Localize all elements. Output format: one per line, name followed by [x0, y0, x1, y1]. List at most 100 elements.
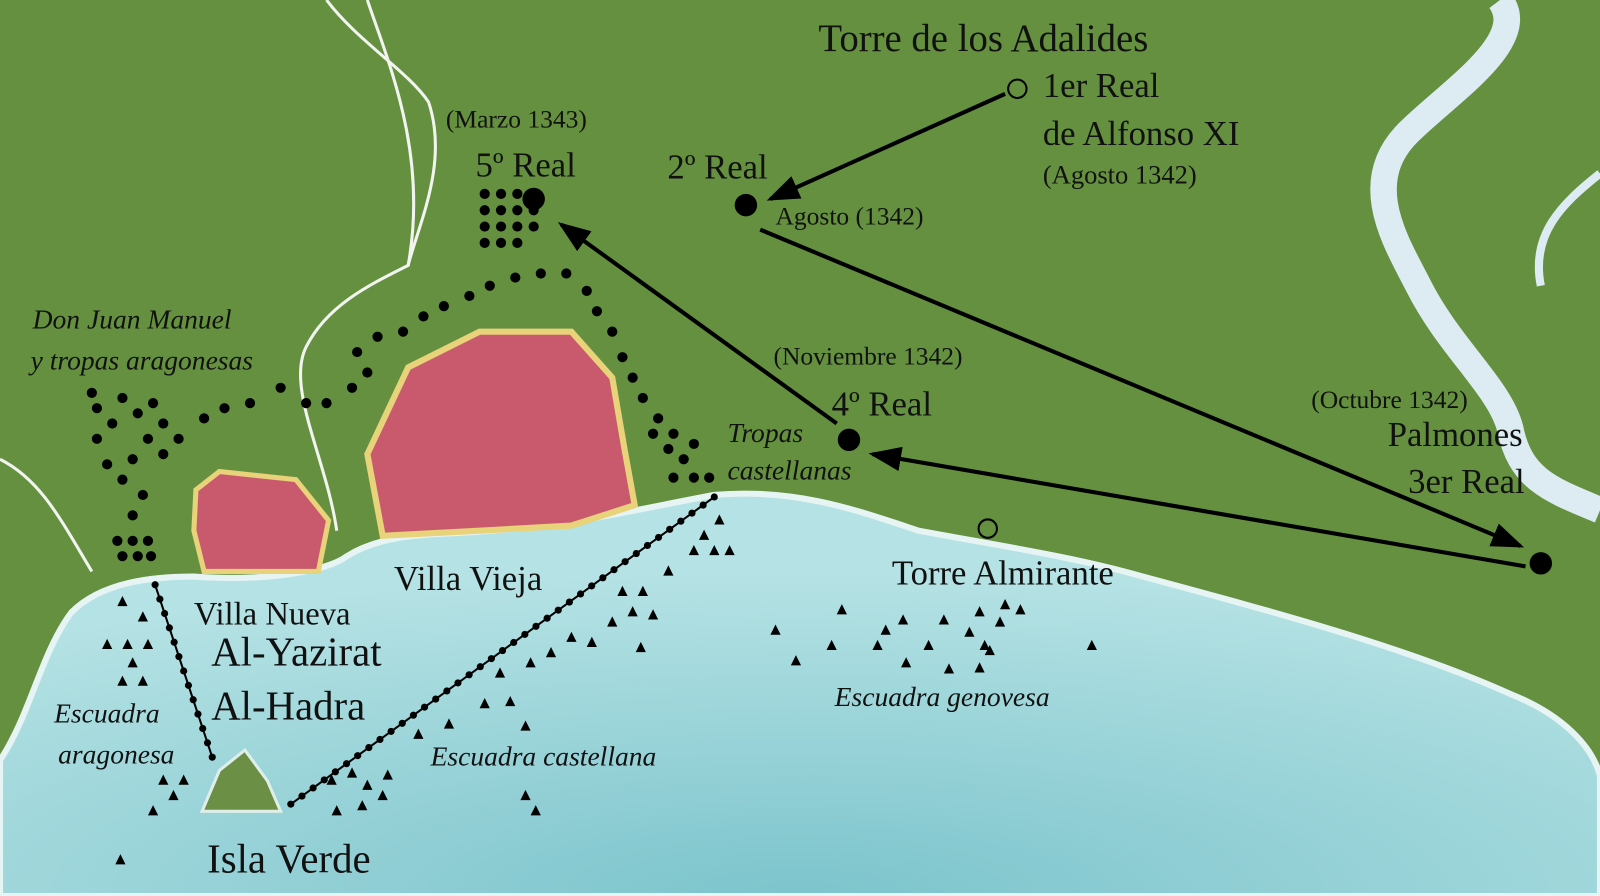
troop-dot: [668, 472, 679, 483]
troop-dot: [158, 449, 169, 460]
arrow-1-to-2: [766, 92, 1006, 201]
troop-dot: [479, 237, 490, 248]
troop-dot: [173, 433, 184, 444]
troop-dot: [663, 443, 674, 455]
river-left: [0, 457, 94, 573]
label-real1: 1er Real: [1043, 66, 1160, 105]
ship-marker: [566, 631, 577, 642]
label-escuadra-aragonesa: Escuadra: [53, 698, 160, 729]
ship-marker: [790, 655, 802, 666]
troop-dot: [512, 188, 523, 199]
blockade-chain-link: [576, 590, 585, 598]
troop-dot: [464, 290, 475, 302]
ship-marker: [362, 779, 373, 790]
ship-marker: [627, 606, 638, 617]
ship-marker: [1086, 639, 1097, 651]
troop-dot: [510, 272, 521, 283]
arrow-3-to-4: [868, 446, 1526, 569]
troop-dot: [117, 392, 128, 404]
troop-dot: [127, 510, 138, 521]
troop-dot: [637, 392, 648, 404]
troop-dot: [647, 428, 659, 439]
ship-marker: [117, 675, 128, 686]
ship-marker: [122, 638, 133, 650]
ship-marker: [974, 606, 985, 617]
blockade-chain-link: [554, 606, 562, 614]
troop-dot: [397, 326, 409, 337]
blockade-chain-link: [498, 646, 507, 655]
label-real4: 4º Real: [832, 384, 932, 423]
troop-dot: [198, 413, 210, 424]
blockade-chain-link: [189, 696, 197, 704]
river-tributary: [1534, 170, 1600, 287]
ship-marker: [637, 585, 648, 596]
ship-marker: [326, 774, 337, 785]
label-al-yazirat: Al-Yazirat: [211, 629, 382, 674]
ship-marker: [709, 544, 720, 556]
ship-marker: [698, 529, 710, 540]
ship-marker: [137, 611, 148, 622]
label-tropas-b: castellanas: [728, 455, 852, 486]
river-center: [298, 0, 416, 531]
troop-dot: [346, 382, 358, 393]
camp-2-marker: [734, 193, 758, 217]
blockade-chain-link: [532, 622, 540, 630]
label-don-juan-b: y tropas aragonesas: [28, 344, 253, 375]
ship-marker: [158, 774, 169, 785]
ship-marker: [586, 636, 597, 647]
blockade-chain-link: [599, 574, 607, 582]
ship-marker: [770, 624, 781, 635]
blockade-chain-link: [387, 727, 395, 735]
troop-dot: [561, 268, 572, 279]
camp-3-marker: [1529, 552, 1553, 575]
label-real2: 2º Real: [667, 148, 767, 187]
ship-marker: [724, 544, 735, 556]
ship-marker: [979, 639, 990, 651]
troop-dot: [512, 205, 523, 216]
blockade-chain-link: [320, 776, 328, 784]
blockade-chain-link: [521, 630, 529, 638]
troop-dot: [372, 331, 383, 342]
troop-dot: [704, 472, 715, 483]
ship-marker: [530, 805, 541, 816]
villa-vieja-walls: [364, 328, 639, 539]
blockade-chain-link: [203, 739, 212, 747]
blockade-chain-link: [331, 768, 339, 776]
ship-marker: [479, 698, 490, 709]
blockade-chain-link: [194, 710, 202, 718]
troop-dot: [145, 551, 157, 562]
camp-1-marker: [1007, 78, 1028, 99]
troop-dot: [127, 535, 138, 546]
troop-dot: [132, 408, 143, 419]
ship-marker: [663, 565, 674, 576]
blockade-chain-link: [151, 581, 159, 589]
ship-marker: [178, 774, 189, 785]
ship-marker: [525, 657, 536, 668]
ship-marker: [346, 767, 358, 778]
troop-dot: [495, 221, 507, 232]
troop-dot: [117, 551, 128, 562]
ship-marker: [635, 641, 646, 653]
ship-marker: [964, 626, 975, 637]
blockade-chain-link: [180, 667, 188, 675]
troop-dot: [668, 428, 679, 439]
blockade-chain-link: [165, 624, 173, 632]
troop-dot: [495, 188, 507, 199]
blockade-chain-link: [710, 493, 718, 501]
ship-marker: [688, 544, 699, 556]
ship-marker: [443, 718, 455, 729]
troop-dot: [86, 387, 97, 398]
troop-dot: [535, 268, 546, 279]
blockade-chain-link: [365, 743, 373, 752]
troop-dot: [512, 221, 523, 232]
ship-marker: [647, 609, 659, 620]
ship-marker: [984, 644, 995, 656]
camp-5-marker: [522, 187, 545, 211]
troop-dot: [479, 205, 490, 216]
blockade-chain-link: [454, 679, 462, 687]
troop-dot: [484, 280, 495, 291]
ship-marker: [494, 667, 506, 678]
blockade-chain-link: [420, 703, 429, 711]
ship-marker: [413, 728, 424, 739]
troop-dot: [617, 352, 628, 363]
